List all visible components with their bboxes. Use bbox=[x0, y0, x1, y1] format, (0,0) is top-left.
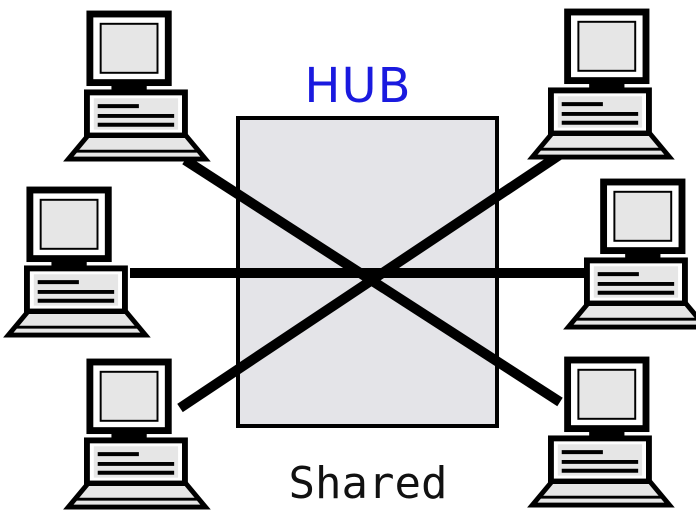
computer-middle-right bbox=[568, 182, 696, 327]
computer-bottom-right bbox=[532, 360, 669, 505]
shared-label: Shared bbox=[288, 458, 448, 509]
computer-middle-left bbox=[8, 190, 145, 335]
computer-top-right bbox=[532, 12, 669, 157]
computer-bottom-left bbox=[68, 362, 205, 507]
desktop-computer-icon bbox=[568, 182, 696, 327]
computer-top-left bbox=[68, 14, 205, 159]
desktop-computer-icon bbox=[8, 190, 145, 335]
desktop-computer-icon bbox=[68, 14, 205, 159]
hub-label: HUB bbox=[304, 58, 412, 114]
cable-bottom-left-to-top-right bbox=[177, 143, 573, 413]
desktop-computer-icon bbox=[532, 12, 669, 157]
desktop-computer-icon bbox=[532, 360, 669, 505]
desktop-computer-icon bbox=[68, 362, 205, 507]
